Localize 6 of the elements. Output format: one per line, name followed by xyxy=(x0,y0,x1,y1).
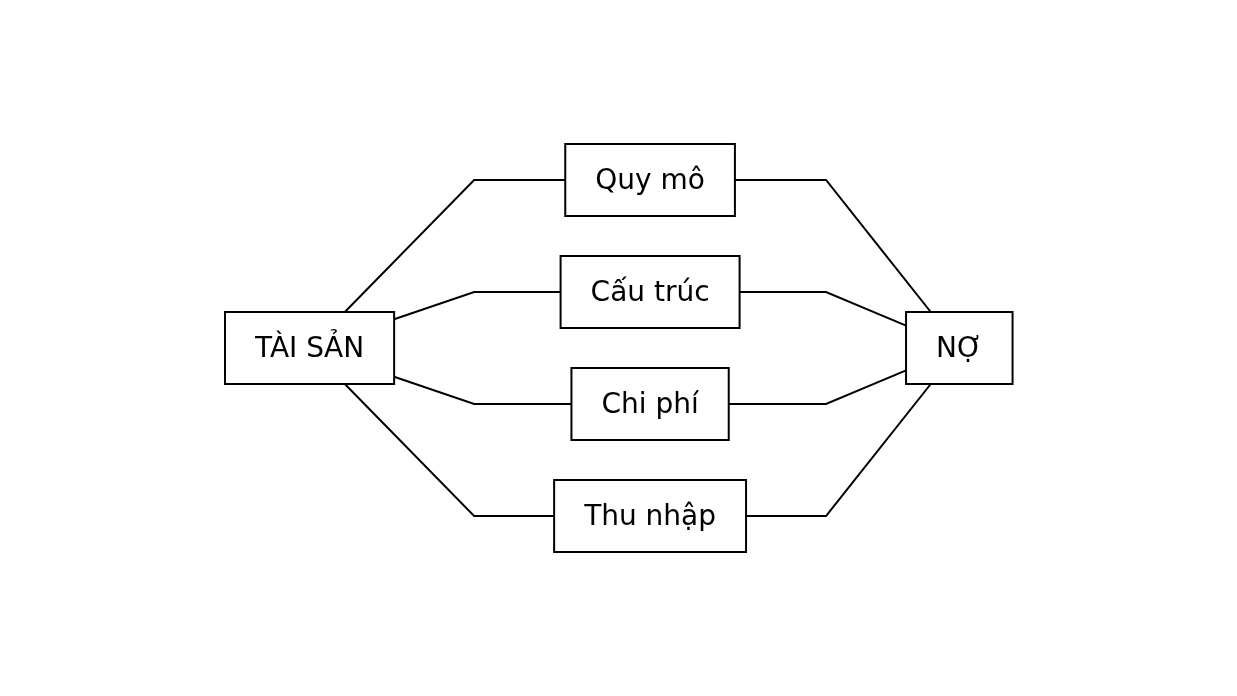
node-box: Thu nhập xyxy=(552,479,747,553)
node-box: TÀI SẢN xyxy=(223,311,395,385)
node-box: Cấu trúc xyxy=(559,255,741,329)
node-box: NỢ xyxy=(904,311,1014,385)
node-box: Chi phí xyxy=(570,367,730,441)
node-box: Quy mô xyxy=(563,143,736,217)
